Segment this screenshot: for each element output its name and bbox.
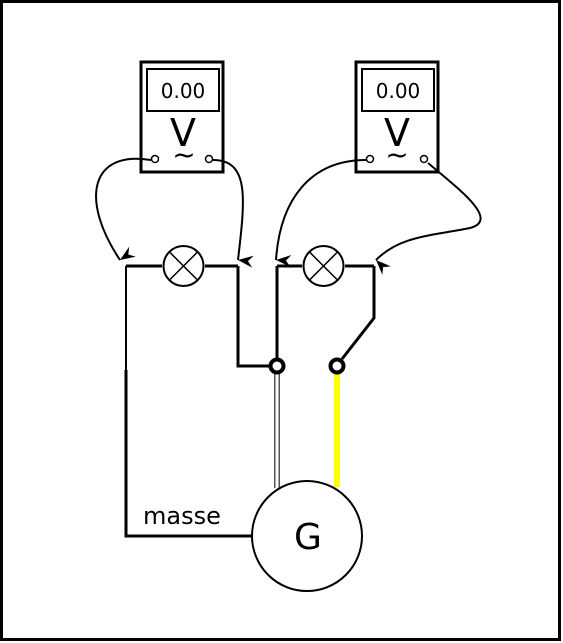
ground-wire: [124, 370, 252, 538]
voltmeter-right: 0.00 V ~: [354, 60, 440, 174]
probe-lead-right-2: [375, 162, 482, 275]
ac-symbol: ~: [385, 138, 408, 171]
wire: [236, 266, 271, 368]
terminal-icon: [268, 357, 286, 375]
generator-label: G: [294, 517, 322, 558]
lamp-icon: [162, 245, 205, 287]
voltmeter-reading: 0.00: [376, 79, 421, 103]
probe-terminal-icon: [419, 154, 429, 164]
voltmeter-unit: V: [170, 111, 196, 155]
probe-terminal-icon: [204, 154, 214, 164]
ground-label: masse: [143, 502, 221, 530]
voltmeter-display: [361, 68, 435, 112]
wire: [340, 266, 376, 360]
voltmeter-reading: 0.00: [161, 79, 206, 103]
probe-lead-right-1: [275, 159, 367, 267]
probe-lead-left-1: [95, 157, 152, 261]
voltmeter-unit: V: [384, 111, 410, 155]
ac-symbol: ~: [172, 138, 195, 171]
generator: [251, 480, 363, 592]
probe-lead-left-2: [212, 159, 254, 268]
voltmeter-left: 0.00 V ~: [139, 60, 225, 174]
lamp-icon: [302, 245, 345, 287]
probe-terminal-icon: [150, 154, 160, 164]
voltmeter-display: [146, 68, 220, 112]
probe-terminal-icon: [365, 154, 375, 164]
terminal-icon: [328, 357, 346, 375]
